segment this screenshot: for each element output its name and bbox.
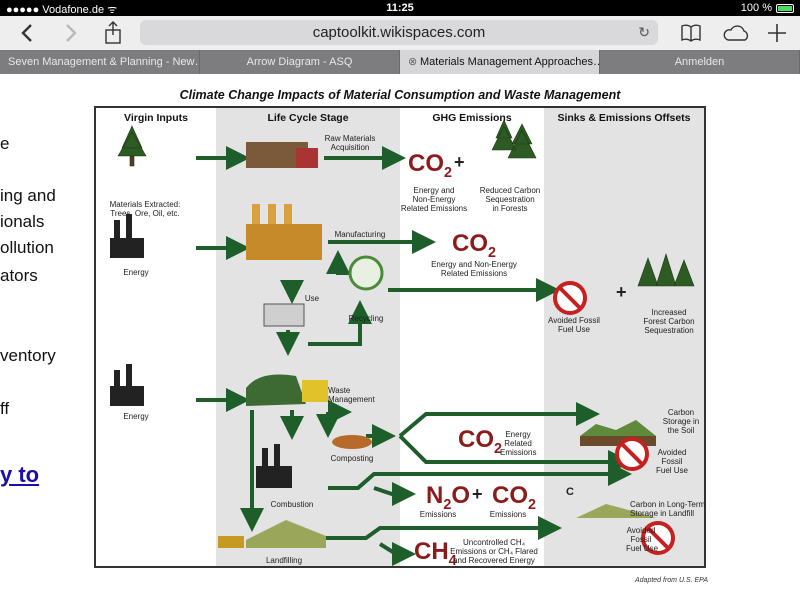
side-text-6: ventory — [0, 346, 56, 366]
label-ghg-emissions: Energy and Non-Energy Related Emissions — [426, 260, 522, 278]
side-text-5: ators — [0, 266, 38, 286]
diagram-graphics — [96, 108, 704, 566]
climate-diagram: Climate Change Impacts of Material Consu… — [92, 86, 708, 586]
label-carbon: C — [564, 488, 576, 497]
forward-icon[interactable] — [58, 20, 84, 46]
tab-bar: Seven Management & Planning - New… Arrow… — [0, 50, 800, 74]
diagram-title: Climate Change Impacts of Material Consu… — [92, 88, 708, 102]
side-text-4: ollution — [0, 238, 54, 258]
label-long-term-storage: Carbon in Long-Term Storage in Landfill — [630, 500, 710, 518]
side-text-3: ionals — [0, 212, 44, 232]
plus-sign: + — [616, 282, 627, 303]
label-soil-storage: Carbon Storage in the Soil — [658, 408, 704, 435]
label-use: Use — [300, 294, 324, 303]
battery-icon — [776, 4, 794, 13]
label-energy: Energy — [116, 268, 156, 277]
browser-toolbar: captoolkit.wikispaces.com ↻ — [0, 16, 800, 50]
label-combustion: Combustion — [264, 500, 320, 509]
label-ch4-emissions: Uncontrolled CH₄ Emissions or CH₄ Flared… — [446, 538, 542, 565]
back-icon[interactable] — [14, 20, 40, 46]
content-link[interactable]: y to — [0, 462, 39, 488]
co2-label: CO2 — [408, 150, 452, 181]
bookmarks-icon[interactable] — [678, 20, 704, 46]
label-waste-management: Waste Management — [328, 386, 378, 404]
new-tab-icon[interactable] — [764, 20, 790, 46]
clock: 11:25 — [0, 2, 800, 14]
side-text-1: e — [0, 134, 9, 154]
label-avoided-fuel: Avoided Fossil Fuel Use — [626, 526, 656, 553]
label-energy: Energy — [116, 412, 156, 421]
share-icon[interactable] — [100, 20, 126, 46]
tab-arrow-diagram[interactable]: Arrow Diagram - ASQ — [200, 50, 400, 74]
tab-seven-management[interactable]: Seven Management & Planning - New… — [0, 50, 200, 74]
plus-sign: + — [472, 484, 483, 505]
label-manufacturing: Manufacturing — [328, 230, 392, 239]
n2o-label: N2O — [426, 482, 470, 513]
co2-label: CO2 — [458, 426, 502, 457]
diagram-frame: Virgin Inputs Life Cycle Stage GHG Emiss… — [94, 106, 706, 568]
label-raw-materials: Raw Materials Acquisition — [320, 134, 380, 152]
label-landfilling: Landfilling — [256, 556, 312, 565]
label-compost-emissions: Energy Related Emissions — [500, 430, 536, 457]
label-ghg-emissions: Energy and Non-Energy Related Emissions — [396, 186, 472, 213]
label-n2o-emissions: Emissions — [418, 510, 458, 519]
label-avoided-fuel: Avoided Fossil Fuel Use — [652, 448, 692, 475]
tab-label: Materials Management Approaches… — [408, 56, 600, 68]
battery-label: 100 % — [741, 2, 772, 14]
label-co2-emissions: Emissions — [488, 510, 528, 519]
label-composting: Composting — [324, 454, 380, 463]
side-text-7: ff — [0, 399, 9, 419]
status-bar: ●●●●● Vodafone.de ᯤ 11:25 100 % — [0, 0, 800, 16]
tab-materials-management[interactable]: ⊗ Materials Management Approaches… — [400, 50, 600, 74]
close-tab-icon[interactable]: ⊗ — [408, 50, 417, 74]
co2-label: CO2 — [492, 482, 536, 513]
cloud-icon[interactable] — [720, 20, 752, 46]
label-avoided-fuel: Avoided Fossil Fuel Use — [544, 316, 604, 334]
label-increased-sequestration: Increased Forest Carbon Sequestration — [636, 308, 702, 335]
label-materials: Materials Extracted: Trees, Ore, Oil, et… — [100, 200, 190, 218]
label-reduced-sequestration: Reduced Carbon Sequestration in Forests — [472, 186, 548, 213]
address-bar[interactable]: captoolkit.wikispaces.com ↻ — [140, 20, 658, 45]
reload-icon[interactable]: ↻ — [638, 20, 650, 45]
plus-sign: + — [454, 152, 465, 173]
tab-anmelden[interactable]: Anmelden — [600, 50, 800, 74]
figure-credit: Adapted from U.S. EPA — [635, 577, 708, 584]
url-text: captoolkit.wikispaces.com — [313, 24, 486, 41]
side-text-2: ing and — [0, 186, 56, 206]
co2-label: CO2 — [452, 230, 496, 261]
label-recycling: Recycling — [344, 314, 388, 323]
